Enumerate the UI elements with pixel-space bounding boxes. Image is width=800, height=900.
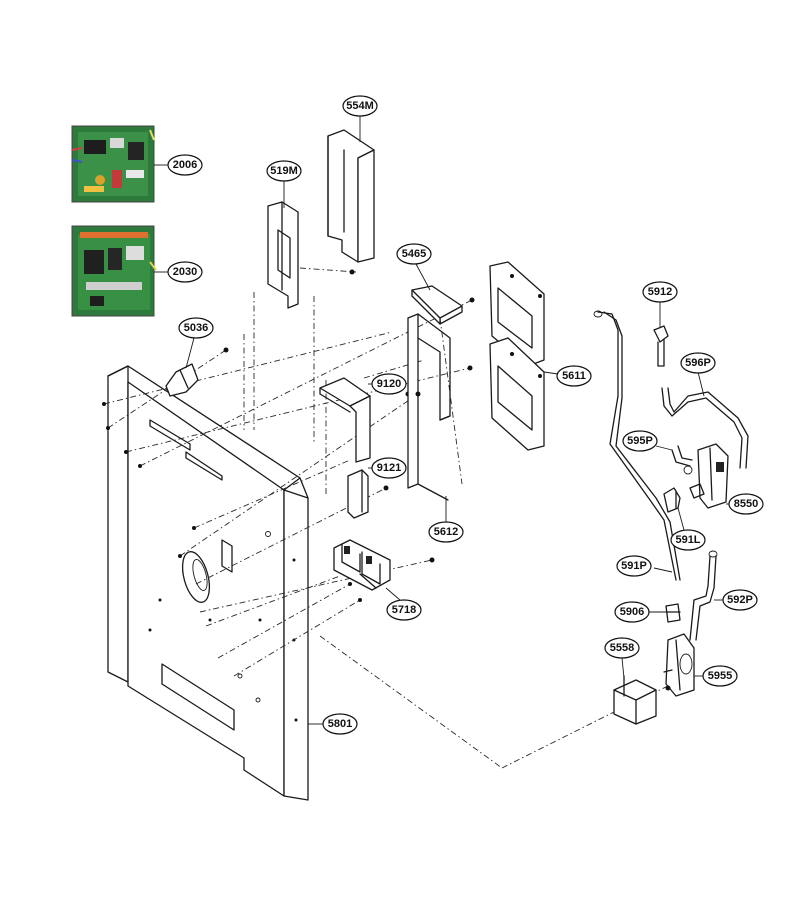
svg-text:5465: 5465 [402, 248, 426, 260]
svg-text:9121: 9121 [377, 462, 401, 474]
svg-text:5036: 5036 [184, 322, 208, 334]
svg-text:5912: 5912 [648, 286, 672, 298]
bracket-9121 [347, 469, 369, 519]
callout-8550: 8550 [728, 493, 764, 515]
callout-591P: 591P [616, 555, 652, 577]
fitting-5906 [665, 603, 681, 623]
svg-text:591L: 591L [675, 534, 700, 546]
callout-5611: 5611 [556, 365, 592, 387]
svg-text:592P: 592P [727, 594, 753, 606]
tube-596P [661, 387, 749, 469]
svg-text:5906: 5906 [620, 606, 644, 618]
pump-5955 [663, 633, 695, 697]
svg-text:591P: 591P [621, 560, 647, 572]
tube-591P [593, 310, 681, 581]
callout-2006: 2006 [167, 154, 203, 176]
svg-text:519M: 519M [270, 165, 298, 177]
svg-text:554M: 554M [346, 100, 374, 112]
callout-595P: 595P [622, 430, 658, 452]
callout-9120: 9120 [371, 373, 407, 395]
pcb-board-2006 [71, 125, 155, 203]
svg-text:8550: 8550 [734, 498, 758, 510]
valve-8550 [683, 443, 729, 509]
svg-text:2030: 2030 [173, 266, 197, 278]
connector-5912 [653, 325, 669, 367]
back-panel-5801 [107, 365, 309, 801]
bracket-5612 [407, 313, 451, 501]
heater-assembly-5611 [489, 261, 545, 451]
svg-text:9120: 9120 [377, 378, 401, 390]
svg-text:5611: 5611 [562, 370, 586, 382]
callout-5718: 5718 [386, 599, 422, 621]
svg-text:2006: 2006 [173, 159, 197, 171]
relay-block-5718 [333, 539, 391, 591]
svg-text:5612: 5612 [434, 526, 458, 538]
callout-596P: 596P [680, 352, 716, 374]
tube-595P [671, 445, 693, 467]
bracket-554M [327, 129, 375, 263]
callout-5465: 5465 [396, 243, 432, 265]
callout-5906: 5906 [614, 601, 650, 623]
callout-9121: 9121 [371, 457, 407, 479]
callout-591L: 591L [670, 529, 706, 551]
svg-text:595P: 595P [627, 435, 653, 447]
svg-text:596P: 596P [685, 357, 711, 369]
svg-text:5955: 5955 [708, 670, 732, 682]
callout-5801: 5801 [322, 713, 358, 735]
callout-5955: 5955 [702, 665, 738, 687]
callout-5912: 5912 [642, 281, 678, 303]
bracket-5465 [411, 285, 463, 325]
svg-text:5801: 5801 [328, 718, 352, 730]
bracket-5036 [165, 363, 199, 397]
svg-text:5558: 5558 [610, 642, 634, 654]
svg-text:5718: 5718 [392, 604, 416, 616]
callout-554M: 554M [342, 95, 378, 117]
pcb-board-2030 [71, 225, 157, 317]
callout-5036: 5036 [178, 317, 214, 339]
callout-592P: 592P [722, 589, 758, 611]
bracket-519M [267, 201, 299, 309]
connector-591L [663, 487, 681, 513]
callout-5558: 5558 [604, 637, 640, 659]
bracket-9120 [319, 377, 371, 463]
assembly-lines [103, 267, 669, 769]
callout-519M: 519M [266, 160, 302, 182]
tube-592P [689, 550, 718, 641]
bracket-5558 [613, 675, 657, 725]
callout-5612: 5612 [428, 521, 464, 543]
screws [102, 365, 473, 602]
callout-2030: 2030 [167, 261, 203, 283]
